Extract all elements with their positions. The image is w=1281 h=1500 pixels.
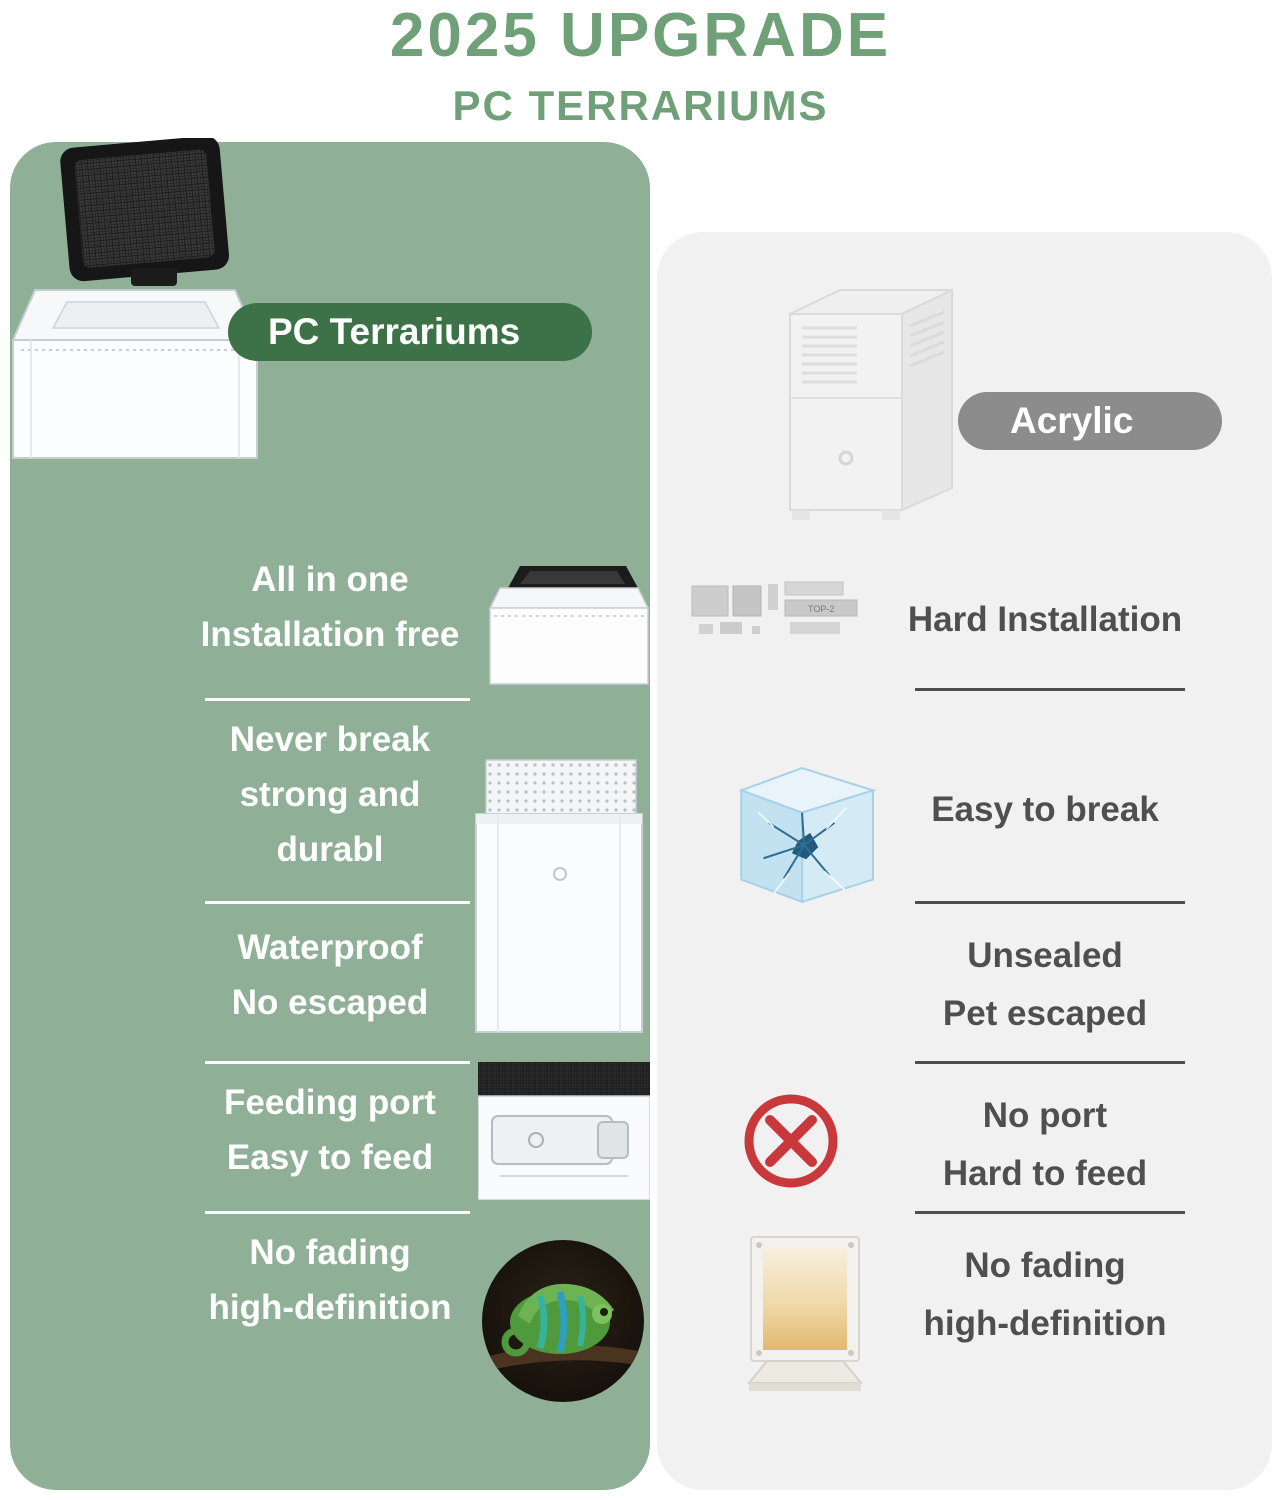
pc-feature-line: durabl: [276, 830, 384, 869]
separator: [915, 1061, 1185, 1064]
separator: [205, 901, 470, 904]
chameleon-photo: [482, 1240, 644, 1402]
pc-feature-line: high-definition: [208, 1288, 452, 1327]
acrylic-feature-line: No fading: [964, 1246, 1126, 1285]
separator: [915, 1211, 1185, 1214]
acrylic-feature-line: Unsealed: [967, 936, 1123, 975]
pc-feature-line: strong and: [239, 775, 421, 814]
feeding-port-photo: [478, 1062, 650, 1200]
photo-frame-photo: [746, 1236, 864, 1391]
acrylic-part-label: TOP-2: [808, 604, 834, 614]
acrylic-feature-line: high-definition: [923, 1304, 1167, 1343]
separator: [205, 1061, 470, 1064]
pc-feature-line: All in one: [251, 560, 409, 599]
pc-feature-line: Installation free: [200, 615, 460, 654]
pc-feature-line: Waterproof: [237, 928, 423, 967]
acrylic-terrarium-photo: [789, 288, 953, 520]
cracked-cube-photo: [738, 767, 877, 904]
acrylic-panels-photo: TOP-2: [691, 581, 858, 634]
acrylic-feature-line: Pet escaped: [942, 994, 1148, 1033]
acrylic-feature-line: Hard to feed: [942, 1154, 1148, 1193]
acrylic-feature-line: Easy to break: [931, 790, 1159, 829]
pc-feature-line: Feeding port: [224, 1083, 436, 1122]
acrylic-badge: Acrylic: [958, 392, 1222, 450]
pc-feature-line: Easy to feed: [226, 1138, 434, 1177]
pc-terrarium-small-photo: [488, 566, 650, 685]
separator: [205, 698, 470, 701]
pc-feature-line: No fading: [249, 1233, 411, 1272]
acrylic-feature-line: No port: [982, 1096, 1108, 1135]
separator: [205, 1211, 470, 1214]
pc-terrarium-photo: [11, 138, 259, 459]
no-symbol-icon: [744, 1094, 838, 1188]
pc-feature-line: No escaped: [231, 983, 429, 1022]
pc-terrarium-tall-photo: [475, 759, 643, 1033]
main-title: 2025 UPGRADE: [389, 1, 892, 70]
separator: [915, 688, 1185, 691]
pc-badge: PC Terrariums: [228, 303, 592, 361]
acrylic-feature-line: Hard Installation: [907, 600, 1183, 639]
subtitle: PC TERRARIUMS: [452, 82, 829, 129]
separator: [915, 901, 1185, 904]
pc-feature-line: Never break: [229, 720, 431, 759]
